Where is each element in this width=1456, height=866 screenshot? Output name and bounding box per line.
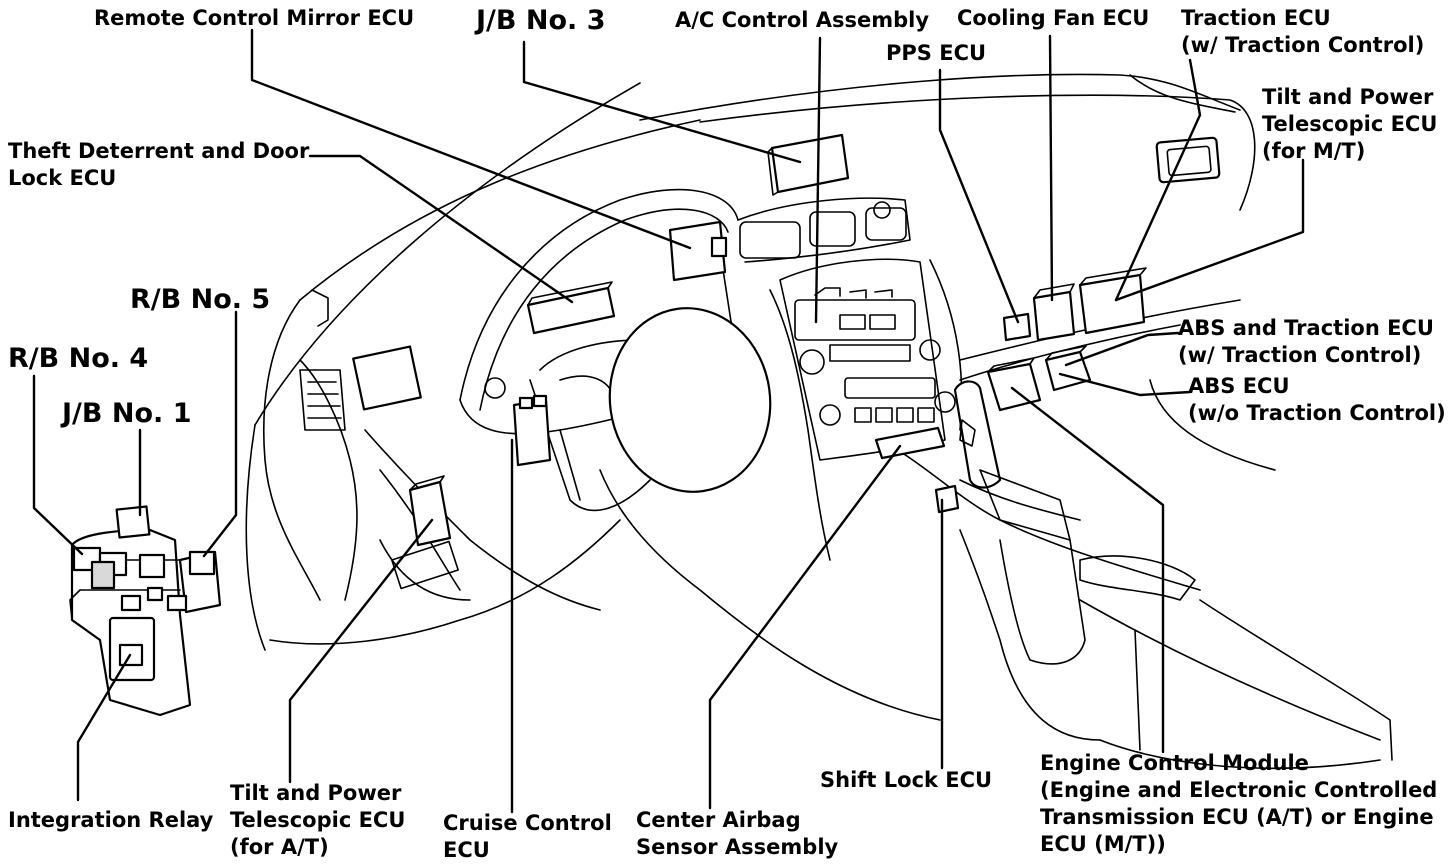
cruise-control-ecu-box	[512, 394, 552, 467]
leader-remote-mirror	[250, 28, 692, 250]
dashboard-illustration	[245, 73, 1393, 770]
leader-tilt-mt	[1114, 158, 1305, 302]
label-rb-no5: R/B No. 5	[130, 284, 270, 315]
center-airbag-sensor-box	[874, 426, 946, 460]
label-cooling-fan-ecu: Cooling Fan ECU	[957, 6, 1149, 30]
leader-ac-control	[814, 36, 822, 324]
label-integration-relay: Integration Relay	[8, 808, 214, 832]
label-tilt-at-line1: Tilt and Power	[230, 781, 402, 805]
label-tilt-at-line3: (for A/T)	[230, 835, 329, 859]
leader-tilt-at	[288, 518, 434, 784]
leader-theft	[308, 154, 574, 304]
label-rb-no4: R/B No. 4	[8, 343, 148, 374]
label-ecm-line2: (Engine and Electronic Controlled	[1040, 778, 1437, 802]
shift-lock-ecu-box	[934, 484, 960, 514]
tilt-at-ecu-box	[408, 475, 452, 547]
label-traction-ecu-line2: (w/ Traction Control)	[1181, 33, 1424, 57]
label-center-airbag-line2: Sensor Assembly	[636, 835, 839, 859]
label-tilt-mt-line3: (for M/T)	[1262, 139, 1365, 163]
leader-traction	[1114, 58, 1202, 302]
leader-ecm	[1010, 386, 1165, 754]
leader-rb5	[202, 310, 238, 558]
label-cruise-control-line1: Cruise Control	[443, 811, 612, 835]
label-ecm-line3: Transmission ECU (A/T) or Engine	[1040, 805, 1434, 829]
label-cruise-control-line2: ECU	[443, 838, 490, 862]
label-tilt-mt-line1: Tilt and Power	[1262, 85, 1434, 109]
leader-pps	[938, 68, 1020, 324]
leader-abs-traction	[1064, 331, 1180, 367]
label-remote-control-mirror-ecu: Remote Control Mirror ECU	[94, 6, 414, 30]
theft-deterrent-ecu-box	[526, 281, 616, 335]
label-ecm-line4: ECU (M/T))	[1040, 832, 1166, 856]
leader-jb-no3	[522, 40, 802, 164]
label-ecm-line1: Engine Control Module	[1040, 751, 1309, 775]
label-pps-ecu: PPS ECU	[886, 41, 986, 65]
label-abs-ecu-line1: ABS ECU	[1188, 374, 1290, 398]
label-tilt-at-line2: Telescopic ECU	[230, 808, 405, 832]
leader-cooling-fan	[1048, 34, 1054, 302]
leader-rb4	[32, 374, 84, 556]
label-jb-no1: J/B No. 1	[60, 398, 191, 429]
jb-no3-box	[767, 133, 850, 196]
labels: Remote Control Mirror ECU J/B No. 3 A/C …	[8, 5, 1446, 862]
junction-block-cluster	[69, 505, 222, 717]
cooling-fan-ecu-box	[1032, 283, 1076, 342]
label-shift-lock-ecu: Shift Lock ECU	[820, 768, 992, 792]
label-ac-control-assembly: A/C Control Assembly	[675, 8, 929, 32]
leader-integration-relay	[76, 653, 132, 802]
label-abs-traction-line1: ABS and Traction ECU	[1178, 316, 1434, 340]
label-abs-ecu-line2: (w/o Traction Control)	[1188, 401, 1446, 425]
label-tilt-mt-line2: Telescopic ECU	[1262, 112, 1437, 136]
remote-mirror-ecu-box	[668, 220, 728, 282]
label-theft-deterrent-line1: Theft Deterrent and Door	[8, 139, 310, 163]
pps-ecu-box	[1002, 312, 1032, 342]
abs-ecu-box	[1044, 345, 1092, 392]
label-abs-traction-line2: (w/ Traction Control)	[1178, 343, 1421, 367]
traction-ecu-box	[1078, 267, 1147, 335]
leader-abs	[1058, 372, 1192, 397]
label-jb-no3: J/B No. 3	[474, 5, 605, 36]
leader-center-airbag	[708, 444, 902, 810]
label-traction-ecu-line1: Traction ECU	[1181, 6, 1331, 30]
leader-lines	[32, 28, 1305, 814]
label-center-airbag-line1: Center Airbag	[636, 808, 801, 832]
label-theft-deterrent-line2: Lock ECU	[8, 166, 116, 190]
